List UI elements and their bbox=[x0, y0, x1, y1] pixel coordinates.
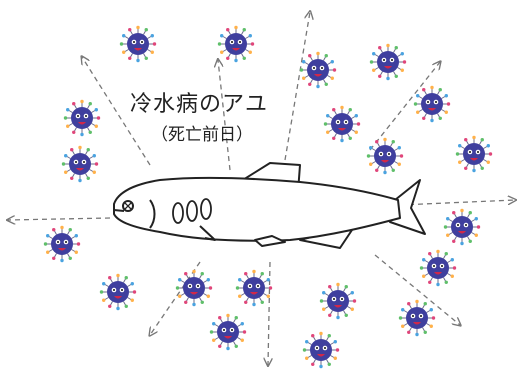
dashed-arrow-9 bbox=[8, 218, 111, 220]
dashed-arrow-8 bbox=[150, 261, 201, 335]
virus-particle-icon bbox=[369, 43, 407, 81]
virus-particle-icon bbox=[319, 282, 357, 320]
virus-particle-icon bbox=[323, 105, 361, 143]
dashed-arrow-3 bbox=[284, 12, 310, 161]
virus-particle-icon bbox=[455, 135, 493, 173]
virus-particle-icon bbox=[175, 269, 213, 307]
virus-particle-icon bbox=[419, 249, 457, 287]
virus-particle-icon bbox=[61, 145, 99, 183]
virus-particle-icon bbox=[299, 51, 337, 89]
virus-particle-icon bbox=[43, 225, 81, 263]
virus-particle-icon bbox=[443, 208, 481, 246]
diagram-subtitle: （死亡前日） bbox=[151, 125, 253, 145]
ayu-fish-icon bbox=[113, 162, 426, 249]
virus-particle-icon bbox=[398, 299, 436, 337]
virus-particle-icon bbox=[99, 273, 137, 311]
virus-particle-icon bbox=[217, 25, 255, 63]
virus-particle-icon bbox=[63, 99, 101, 137]
virus-particle-icon bbox=[209, 313, 247, 351]
virus-particle-icon bbox=[413, 85, 451, 123]
virus-particle-icon bbox=[119, 25, 157, 63]
dashed-arrow-4 bbox=[369, 62, 440, 151]
dashed-arrow-7 bbox=[268, 261, 270, 365]
radiating-arrows bbox=[8, 12, 515, 365]
virus-cluster bbox=[43, 25, 493, 369]
diagram-title: 冷水病のアユ bbox=[130, 92, 269, 117]
dashed-arrow-1 bbox=[82, 57, 151, 166]
dashed-arrow-2 bbox=[218, 60, 231, 171]
virus-particle-icon bbox=[302, 331, 340, 369]
virus-particle-icon bbox=[235, 269, 273, 307]
virus-particle-icon bbox=[366, 137, 404, 175]
dashed-arrow-5 bbox=[399, 200, 515, 206]
dashed-arrow-6 bbox=[374, 254, 460, 325]
